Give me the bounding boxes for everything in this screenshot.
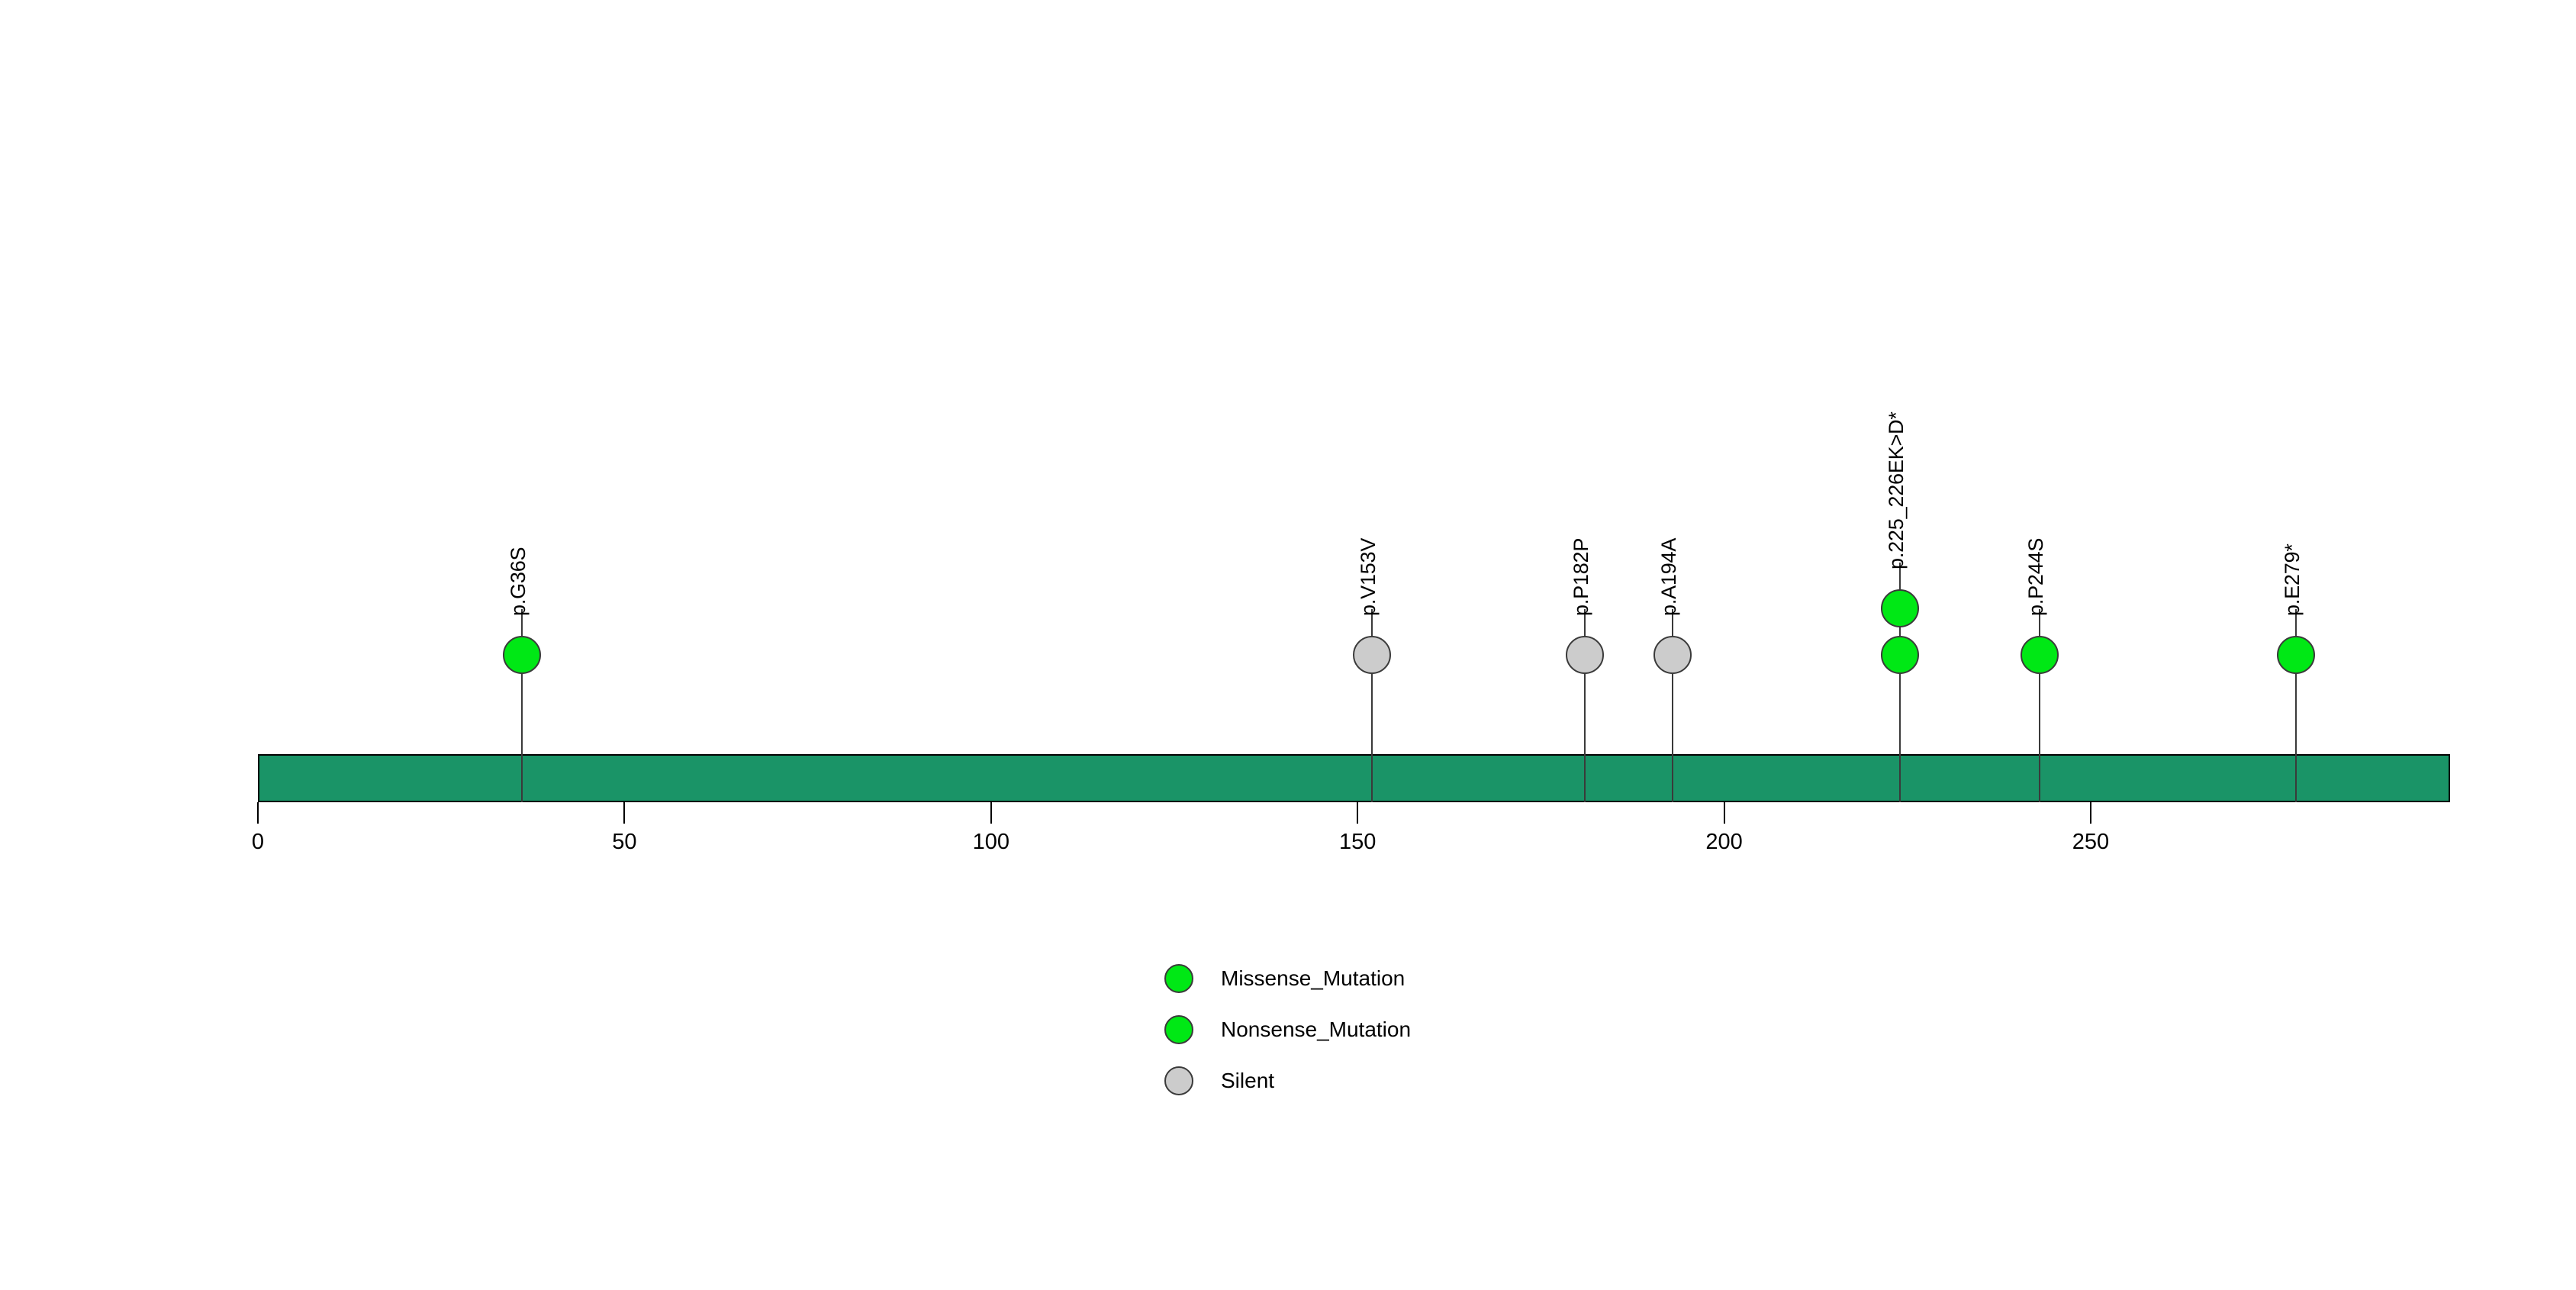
lollipop-stem	[1584, 609, 1586, 802]
legend-color-swatch	[1164, 1066, 1193, 1095]
lollipop-head[interactable]	[502, 636, 541, 674]
axis-tick-mark	[1357, 802, 1359, 824]
axis-tick-label: 250	[2072, 830, 2110, 854]
lollipop-label: p.E279*	[2281, 543, 2304, 616]
legend-color-swatch	[1164, 1015, 1193, 1044]
lollipop-head[interactable]	[1881, 589, 1920, 627]
legend-item-label: Missense_Mutation	[1221, 966, 1406, 990]
axis-tick-label: 50	[612, 830, 637, 854]
lollipop-stem	[1672, 609, 1674, 802]
legend-color-swatch	[1164, 964, 1193, 993]
axis-tick-label: 100	[972, 830, 1009, 854]
axis-tick-mark	[1723, 802, 1725, 824]
axis-tick-mark	[990, 802, 992, 824]
axis-tick-label: 200	[1705, 830, 1743, 854]
lollipop-head[interactable]	[2020, 636, 2059, 674]
axis-tick-label: 0	[251, 830, 265, 854]
lollipop-head[interactable]	[1353, 636, 1392, 674]
lollipop-label: p.225_226EK>D*	[1885, 411, 1908, 569]
axis-tick-mark	[2090, 802, 2091, 824]
lollipop-label: p.A194A	[1657, 537, 1681, 616]
lollipop-label: p.G36S	[506, 547, 530, 616]
lollipop-stem	[2038, 609, 2040, 802]
lollipop-head[interactable]	[1881, 636, 1920, 674]
axis-tick-mark	[257, 802, 259, 824]
legend-item[interactable]: Nonsense_Mutation	[1164, 1015, 1411, 1044]
lollipop-label: p.V153V	[1357, 537, 1380, 616]
legend-item-label: Nonsense_Mutation	[1221, 1017, 1412, 1041]
legend-item[interactable]: Missense_Mutation	[1164, 964, 1405, 993]
lollipop-head[interactable]	[1653, 636, 1692, 674]
lollipop-stem	[1899, 563, 1901, 802]
lollipop-stem	[520, 609, 523, 802]
lollipop-label: p.P244S	[2024, 537, 2047, 616]
lollipop-stem	[2295, 609, 2297, 802]
legend-item[interactable]: Silent	[1164, 1066, 1274, 1095]
axis-tick-label: 150	[1338, 830, 1377, 854]
lollipop-head[interactable]	[2277, 636, 2316, 674]
axis-tick-mark	[623, 802, 626, 824]
lollipop-label: p.P182P	[1570, 537, 1593, 616]
protein-backbone-bar	[258, 754, 2450, 802]
legend-item-label: Silent	[1221, 1069, 1275, 1092]
lollipop-head[interactable]	[1566, 636, 1605, 674]
lollipop-stem	[1371, 609, 1373, 802]
